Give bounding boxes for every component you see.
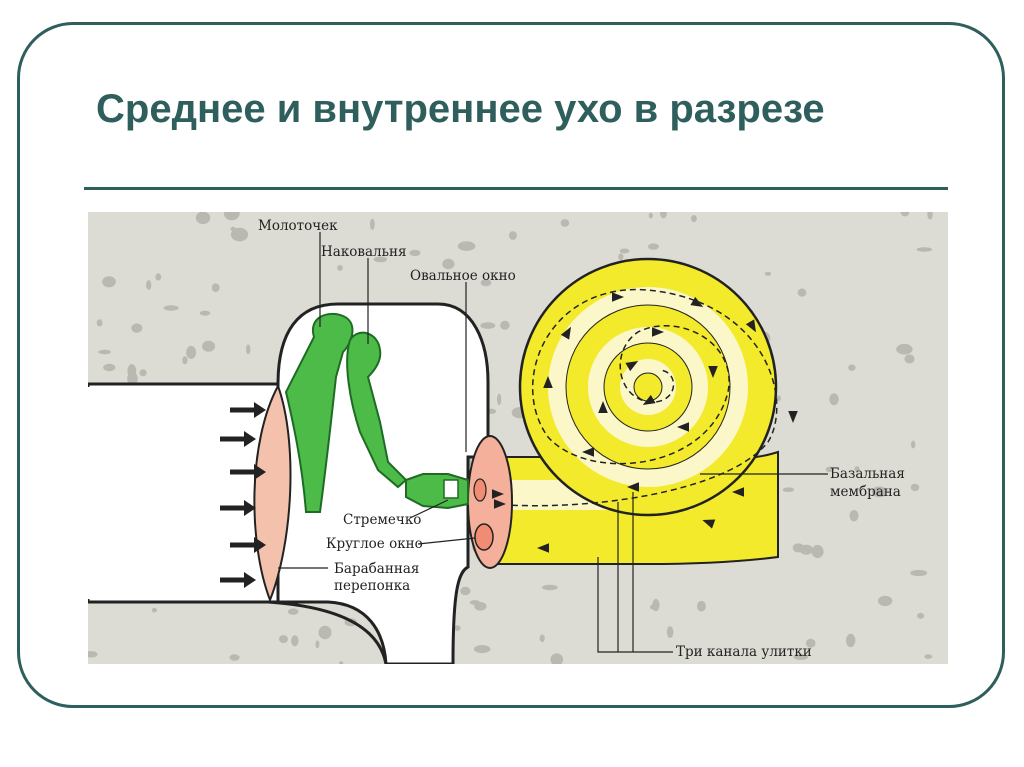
bone-pore — [474, 645, 490, 653]
label-cochlea-canals: Три канала улитки — [676, 644, 812, 660]
bone-pore — [798, 289, 807, 297]
bone-pore — [648, 243, 659, 249]
bone-pore — [164, 305, 179, 310]
bone-pore — [470, 600, 480, 605]
bone-pore — [98, 350, 111, 355]
bone-pore — [924, 654, 932, 659]
label-basilar-membrane-1: Базальная — [830, 466, 905, 482]
bone-pore — [454, 625, 460, 631]
bone-pore — [319, 626, 332, 640]
bone-pore — [229, 654, 239, 660]
bone-pore — [649, 213, 653, 219]
bone-pore — [212, 283, 220, 292]
bone-pore — [509, 231, 517, 240]
bone-pore — [152, 608, 157, 613]
bone-pore — [291, 635, 298, 646]
slide-title: Среднее и внутреннее ухо в разрезе — [96, 82, 856, 136]
label-stapes: Стремечко — [343, 512, 421, 528]
bone-pore — [829, 393, 838, 405]
bone-pore — [917, 613, 924, 619]
bone-pore — [896, 344, 912, 355]
bone-pore — [127, 364, 136, 378]
label-basilar-membrane-2: мембрана — [830, 484, 901, 500]
bone-pore — [186, 346, 196, 359]
bone-pore — [131, 323, 142, 332]
bone-pore — [911, 484, 920, 491]
label-incus: Наковальня — [321, 244, 406, 260]
bone-pore — [904, 354, 914, 363]
bone-pore — [910, 570, 927, 576]
bone-pore — [460, 587, 470, 595]
bone-pore — [337, 265, 343, 271]
bone-pore — [288, 608, 299, 614]
bone-pore — [850, 510, 859, 521]
bone-pore — [697, 601, 706, 612]
bone-pore — [458, 241, 476, 251]
bone-pore — [618, 253, 623, 260]
bone-pore — [650, 604, 657, 609]
label-oval-window: Овальное окно — [410, 268, 516, 284]
bone-pore — [667, 626, 674, 638]
oval-window — [468, 436, 512, 568]
bone-pore — [140, 369, 147, 376]
bone-pore — [500, 321, 510, 330]
bone-pore — [480, 322, 495, 329]
bone-pore — [155, 273, 161, 280]
bone-pore — [846, 634, 855, 647]
bone-pore — [911, 441, 915, 449]
label-round-window: Круглое окно — [326, 536, 423, 552]
bone-pore — [196, 212, 210, 224]
label-eardrum-2: перепонка — [334, 578, 410, 594]
bone-pore — [146, 280, 151, 290]
bone-pore — [315, 641, 319, 649]
bone-pore — [848, 365, 855, 371]
bone-pore — [103, 364, 115, 371]
bone-pore — [409, 250, 420, 256]
bone-pore — [202, 341, 215, 352]
bone-pore — [812, 545, 824, 558]
bone-pore — [561, 219, 570, 227]
bone-pore — [691, 215, 697, 222]
bone-pore — [783, 487, 795, 492]
bone-pore — [620, 249, 630, 254]
bone-pore — [878, 596, 892, 606]
ear-cross-section-diagram: Молоточек Наковальня Овальное окно Базал… — [88, 212, 948, 664]
ear-diagram-svg — [88, 212, 948, 664]
bone-pore — [497, 394, 501, 406]
bone-pore — [917, 247, 933, 252]
oval-window-inner — [474, 479, 486, 501]
bone-pore — [542, 585, 558, 590]
bone-pore — [200, 311, 210, 316]
label-malleus: Молоточек — [258, 218, 338, 234]
bone-pore — [800, 545, 814, 555]
bone-pore — [102, 276, 116, 287]
bone-pore — [97, 319, 103, 326]
bone-pore — [182, 356, 187, 364]
bone-pore — [231, 227, 236, 231]
title-divider — [84, 187, 948, 190]
bone-pore — [370, 219, 375, 230]
bone-pore — [279, 635, 288, 643]
bone-pore — [540, 635, 545, 643]
label-eardrum-1: Барабанная — [334, 561, 419, 577]
bone-pore — [765, 272, 771, 276]
bone-pore — [246, 344, 250, 354]
round-window — [475, 524, 493, 550]
